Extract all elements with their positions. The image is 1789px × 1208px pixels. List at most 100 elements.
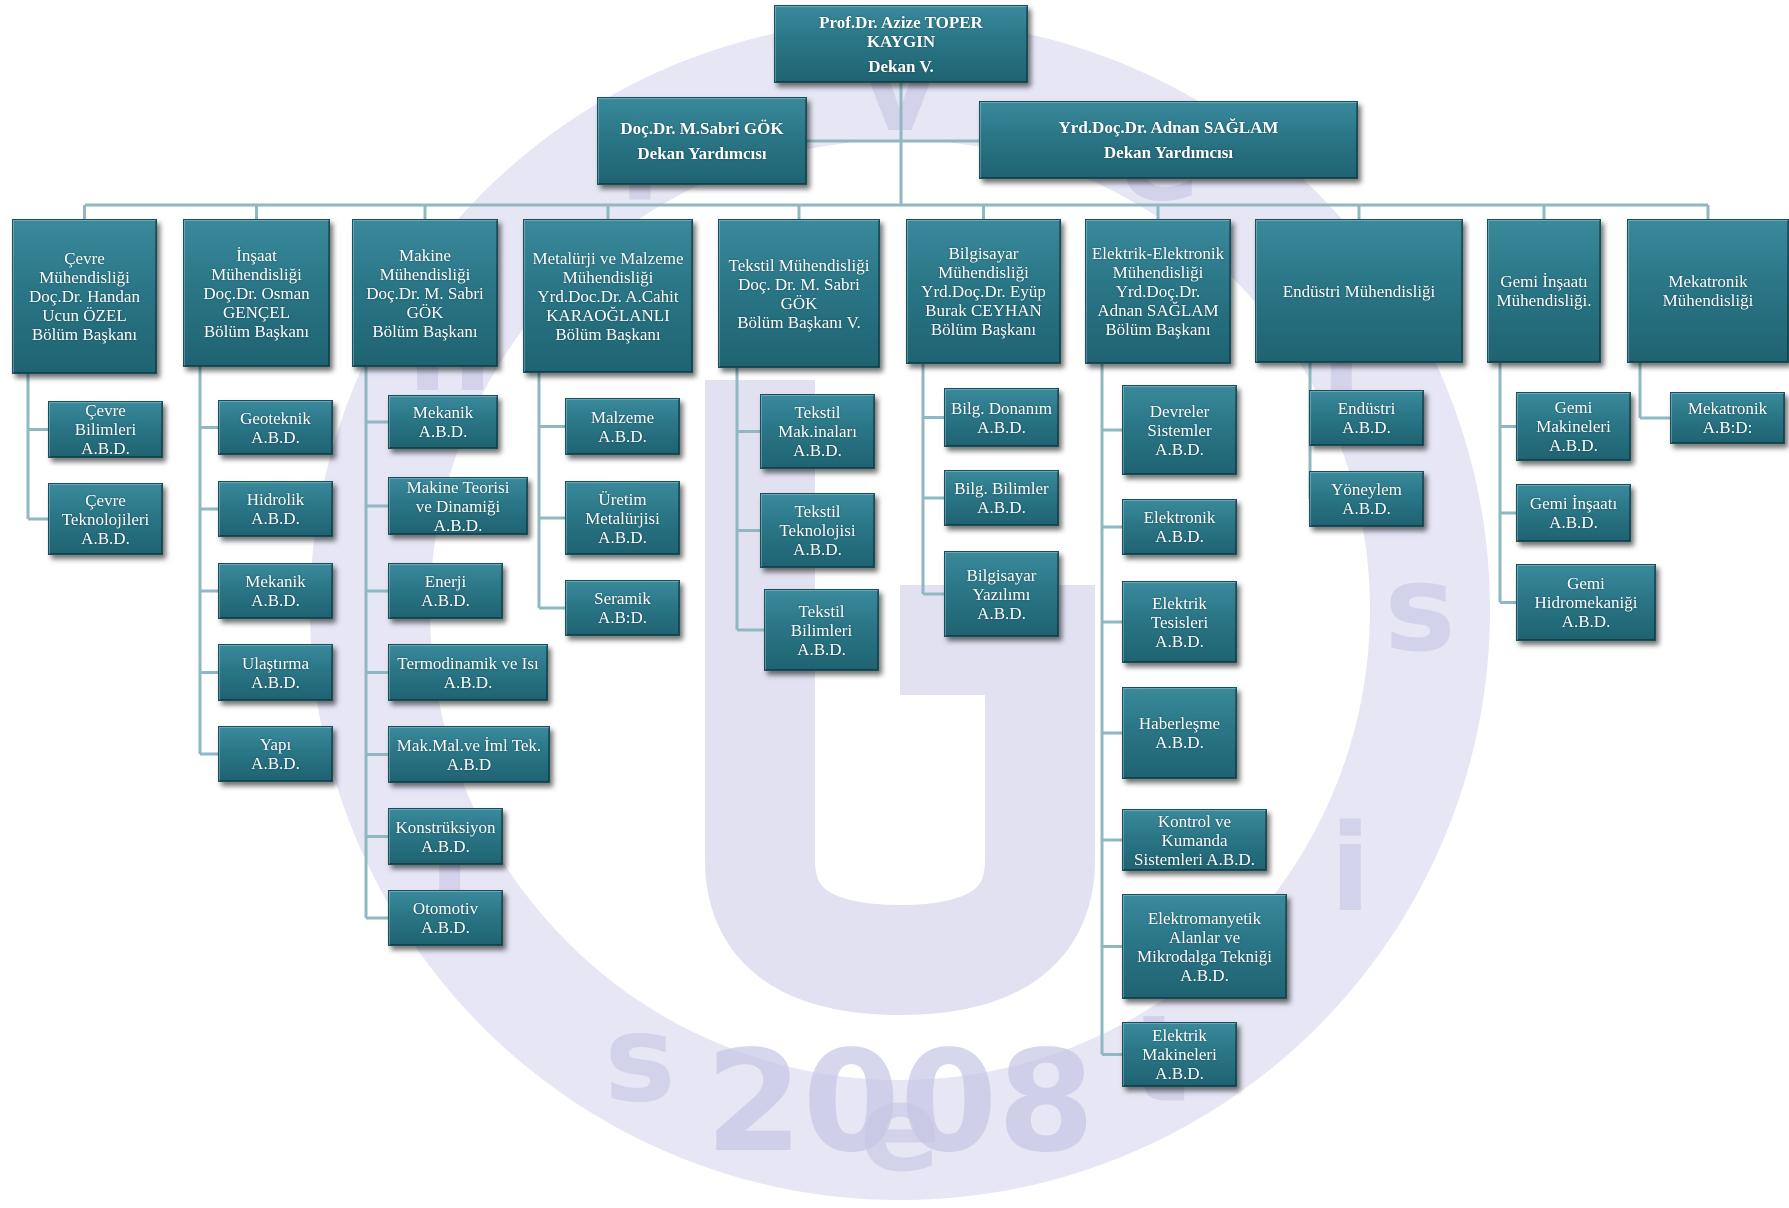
unit-box-line: Tekstil: [794, 502, 841, 521]
unit-box-line: Bilimleri: [74, 420, 137, 439]
unit-box-line: A.B.D.: [598, 527, 647, 547]
unit-box-line: Çevre: [85, 401, 126, 420]
vice-dean-2-name: Yrd.Doç.Dr. Adnan SAĞLAM: [1058, 118, 1279, 137]
unit-box-line: A.B.D.: [81, 528, 130, 548]
department-box-line: Yrd.Doç.Dr.: [1115, 282, 1201, 301]
unit-box[interactable]: Mak.Mal.ve İml Tek.A.B.D: [388, 726, 550, 783]
dean-box[interactable]: Prof.Dr. Azize TOPER KAYGIN Dekan V.: [774, 5, 1028, 83]
unit-box-line: A.B.D.: [251, 754, 300, 773]
unit-box-line: Mikrodalga Tekniği: [1137, 946, 1272, 966]
department-box-line: Yrd.Doc.Dr. A.Cahit: [537, 286, 679, 306]
unit-box-line: Bilimleri: [790, 620, 853, 640]
department-box-line: Makine: [399, 245, 451, 265]
unit-box-line: Enerji: [424, 572, 467, 591]
unit-box-line: A.B.D.: [251, 591, 300, 610]
watermark-g-shape: [705, 380, 1095, 1016]
unit-box-line: Makineleri: [1536, 417, 1611, 436]
unit-box-line: A.B.D.: [1549, 513, 1598, 532]
department-box-line: Bölüm Başkanı: [31, 325, 138, 344]
unit-box-line: A.B.D.: [1155, 527, 1204, 546]
department-box-line: Mühendisliği: [1662, 291, 1754, 310]
vice-dean-box-2[interactable]: Yrd.Doç.Dr. Adnan SAĞLAM Dekan Yardımcıs…: [979, 101, 1358, 179]
unit-box-line: Mekanik: [412, 403, 474, 422]
watermark-year: 2008: [705, 1021, 1095, 1184]
unit-box-line: A.B.D.: [1549, 436, 1598, 455]
unit-box-line: Elektrik: [1152, 1026, 1207, 1045]
dean-name-line2: KAYGIN: [866, 31, 936, 51]
unit-box-line: Çevre: [85, 490, 126, 510]
department-box-line: Doç. Dr. M. Sabri: [738, 274, 860, 294]
unit-box-line: A.B.D.: [251, 509, 300, 528]
unit-box-line: Makineleri: [1142, 1045, 1217, 1064]
unit-box-line: A.B.D.: [1180, 965, 1229, 985]
department-box-line: Mühendisliği: [938, 263, 1029, 282]
unit-box-line: A.B.D.: [81, 439, 130, 458]
unit-box-line: Makine Teorisi: [406, 477, 510, 497]
department-box-line: Bölüm Başkanı: [372, 321, 478, 341]
unit-box-line: Teknolojileri: [61, 509, 150, 529]
unit-box-line: A.B.D.: [793, 441, 842, 460]
unit-box-line: Gemi: [1567, 574, 1605, 593]
department-box-line: Mühendisliği: [211, 264, 302, 284]
department-box-line: Doç.Dr. M. Sabri: [366, 283, 484, 303]
department-box-line: Mühendisliği: [39, 268, 130, 287]
department-box-line: Burak CEYHAN: [925, 301, 1042, 320]
unit-box-line: Hidrolik: [246, 490, 305, 509]
unit-box-line: Mak.Mal.ve İml Tek.: [396, 735, 542, 755]
vice-dean-box-1[interactable]: Doç.Dr. M.Sabri GÖK Dekan Yardımcısı: [597, 97, 807, 185]
unit-box-line: Gemi: [1554, 398, 1593, 417]
unit-box-line: A.B.D.: [421, 591, 470, 610]
unit-box-line: Termodinamik ve Isı: [397, 653, 539, 673]
unit-box-line: Üretim: [598, 489, 647, 509]
unit-box-line: Mak.inaları: [778, 422, 857, 441]
department-box-line: Doç.Dr. Handan: [29, 287, 140, 306]
department-box-line: Mühendisliği: [1112, 263, 1204, 282]
department-box[interactable]: Endüstri Mühendisliği: [1255, 219, 1463, 363]
